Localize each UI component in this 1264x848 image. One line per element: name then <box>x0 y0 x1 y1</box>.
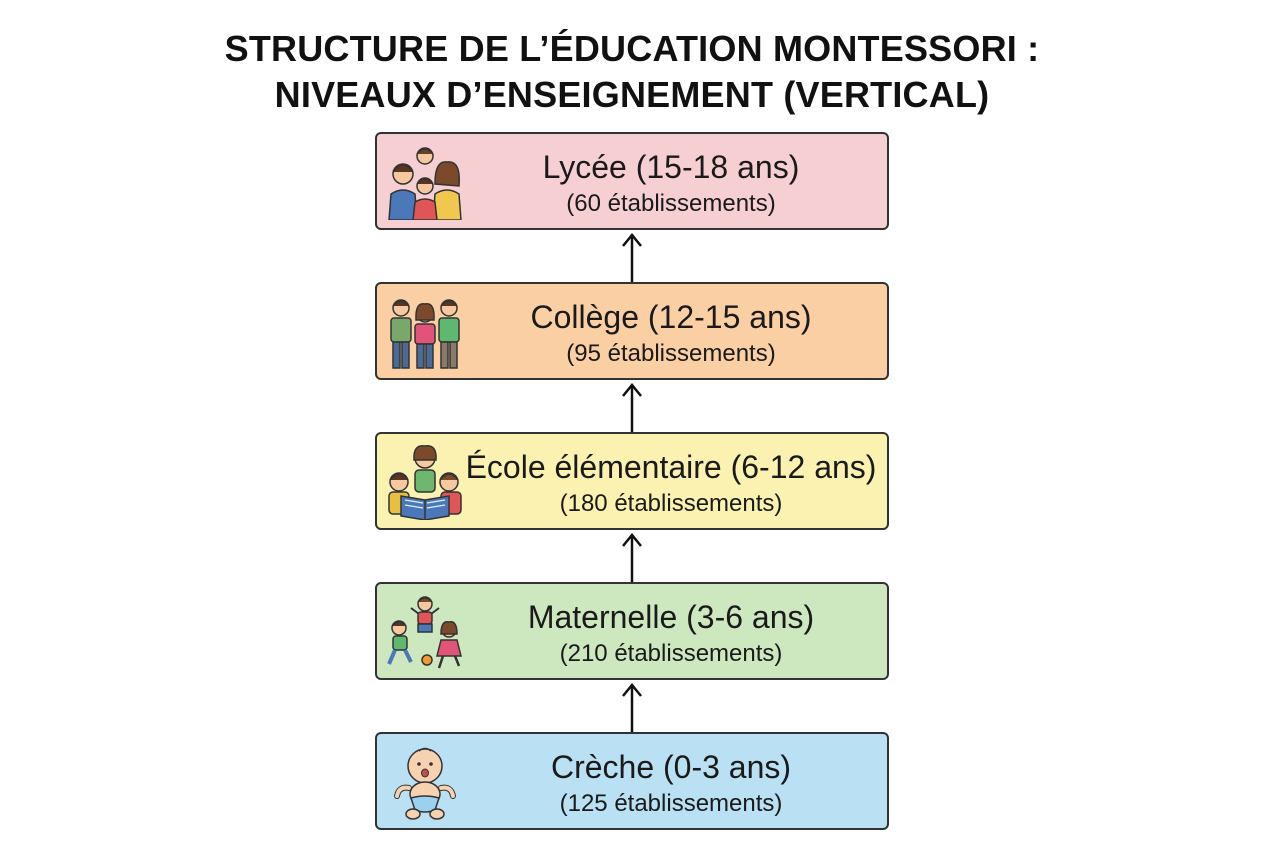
level-label: Crèche (0-3 ans) <box>550 749 792 785</box>
level-label: Collège (12-15 ans) <box>530 299 812 335</box>
arrow-up-icon <box>622 233 642 282</box>
family-icon <box>388 147 462 220</box>
level-box-ecole-elementaire: École élémentaire (6-12 ans) (180 établi… <box>375 432 889 530</box>
reading-children-icon <box>388 445 462 520</box>
arrow-up-icon <box>622 683 642 732</box>
level-count: (125 établissements) <box>559 790 783 817</box>
arrow-up-icon <box>622 533 642 582</box>
level-label: École élémentaire (6-12 ans) <box>465 449 877 485</box>
arrow-up-icon <box>622 383 642 432</box>
playing-children-icon <box>387 596 462 669</box>
title-line-1: STRUCTURE DE L’ÉDUCATION MONTESSORI : <box>224 28 1040 69</box>
level-count: (210 établissements) <box>559 640 783 667</box>
level-label: Lycée (15-18 ans) <box>542 149 800 185</box>
level-box-creche: Crèche (0-3 ans) (125 établissements) <box>375 732 889 830</box>
level-box-maternelle: Maternelle (3-6 ans) (210 établissements… <box>375 582 889 680</box>
level-count: (95 établissements) <box>566 340 776 367</box>
level-count: (180 établissements) <box>559 490 783 517</box>
level-label: Maternelle (3-6 ans) <box>527 599 815 635</box>
level-count: (60 établissements) <box>566 190 776 217</box>
level-box-lycee: Lycée (15-18 ans) (60 établissements) <box>375 132 889 230</box>
teenagers-icon <box>390 299 460 369</box>
level-box-college: Collège (12-15 ans) (95 établissements) <box>375 282 889 380</box>
diagram-title: STRUCTURE DE L’ÉDUCATION MONTESSORI : NI… <box>0 26 1264 118</box>
baby-icon <box>394 747 456 820</box>
title-line-2: NIVEAUX D’ENSEIGNEMENT (VERTICAL) <box>274 74 990 115</box>
